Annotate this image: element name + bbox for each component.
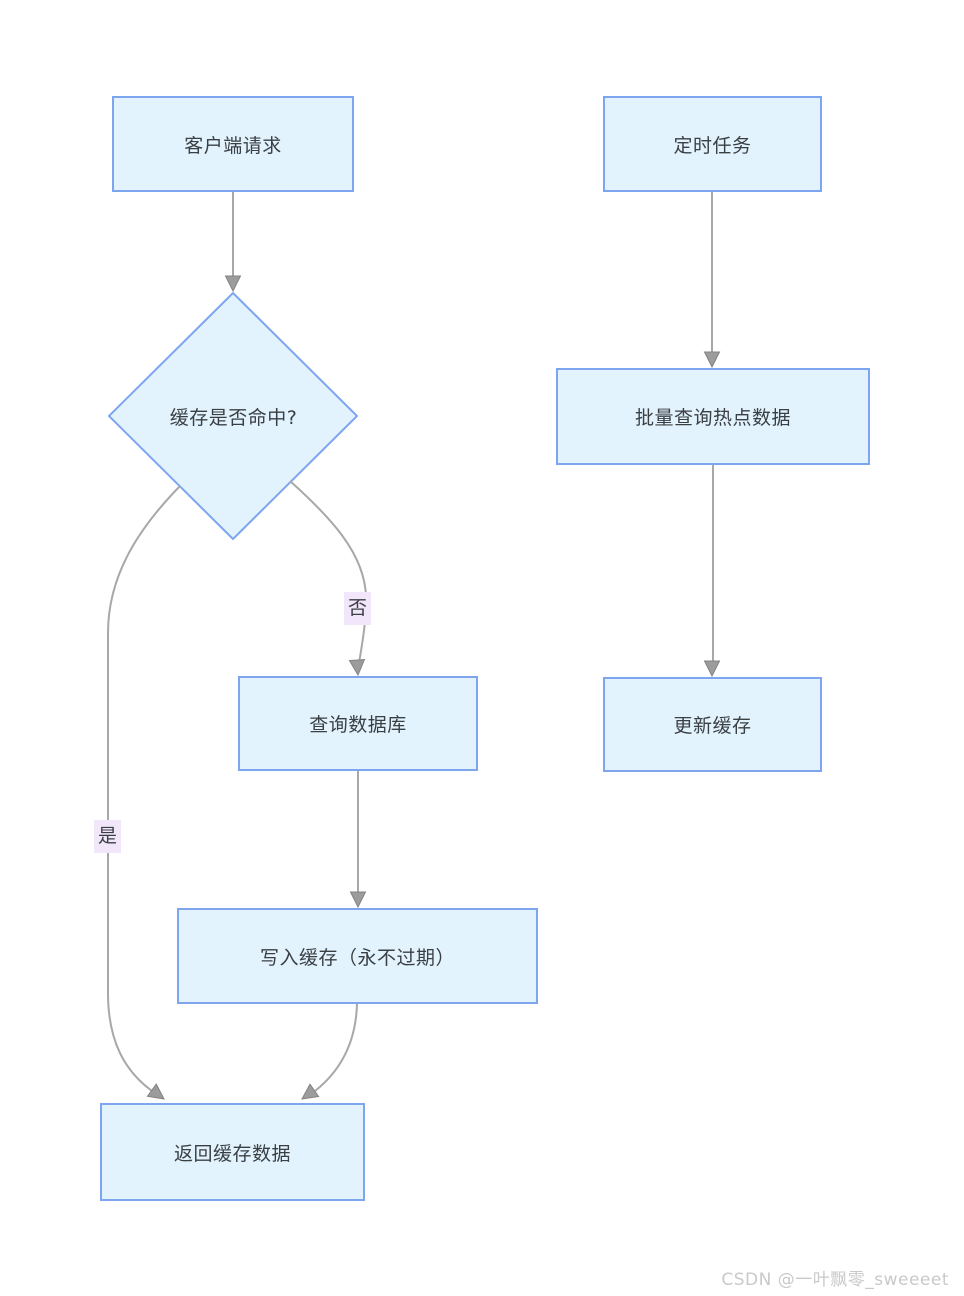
node-scheduled-task: 定时任务 — [603, 96, 822, 192]
decision-diamond — [108, 292, 358, 540]
node-batch-query: 批量查询热点数据 — [556, 368, 870, 465]
edge-label-no: 否 — [344, 592, 372, 625]
edge-writecache-to-return — [314, 1003, 358, 1092]
arrowhead-down-icon — [224, 275, 242, 293]
node-update-cache-label: 更新缓存 — [673, 715, 752, 737]
arrowhead-down-icon — [348, 658, 366, 677]
node-return-cache-label: 返回缓存数据 — [173, 1142, 291, 1165]
node-write-cache-label: 写入缓存（永不过期） — [259, 946, 455, 969]
arrowhead-down-left-icon — [301, 1083, 320, 1100]
edge-decision-no-to-querydb — [289, 480, 368, 661]
csdn-watermark: CSDN @一叶飘零_sweeeet — [721, 1270, 949, 1290]
edge-label-yes: 是 — [94, 820, 122, 853]
node-client-request-label: 客户端请求 — [184, 134, 282, 157]
node-update-cache: 更新缓存 — [603, 677, 822, 772]
node-scheduled-task-label: 定时任务 — [673, 134, 752, 157]
node-client-request: 客户端请求 — [112, 96, 354, 192]
arrowhead-down-icon — [703, 660, 721, 678]
node-batch-query-label: 批量查询热点数据 — [634, 407, 791, 429]
arrowhead-down-icon — [703, 351, 721, 369]
arrowhead-down-right-icon — [146, 1083, 165, 1100]
edge-decision-yes-to-return — [107, 485, 181, 1092]
node-cache-hit-label: 缓存是否命中? — [169, 406, 298, 429]
arrowhead-down-icon — [349, 891, 367, 909]
node-query-db: 查询数据库 — [238, 676, 478, 771]
node-query-db-label: 查询数据库 — [309, 714, 407, 736]
node-write-cache: 写入缓存（永不过期） — [177, 908, 538, 1004]
node-return-cache: 返回缓存数据 — [100, 1103, 365, 1201]
